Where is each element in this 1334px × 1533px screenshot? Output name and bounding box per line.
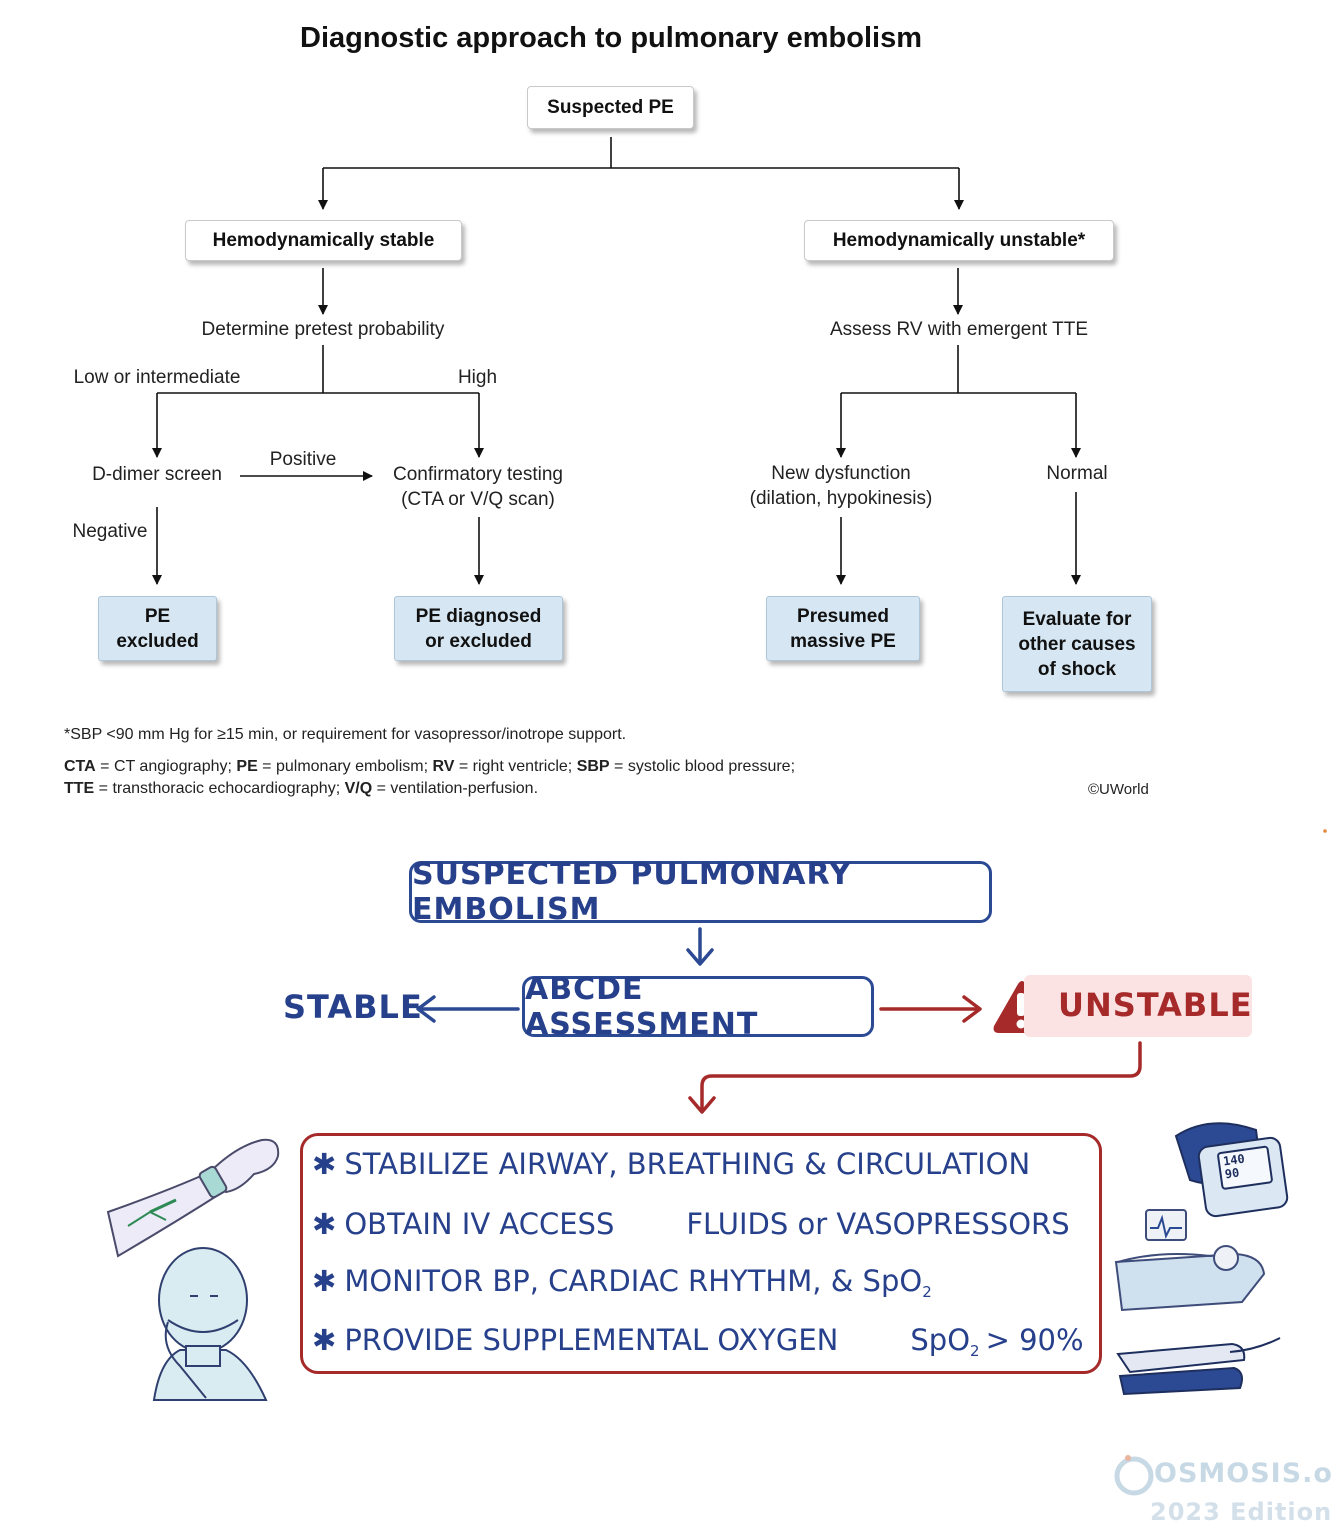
node-abcde-assessment: ABCDE ASSESSMENT xyxy=(522,972,874,1042)
abbreviation-definition: = CT angiography; xyxy=(95,758,237,775)
abbreviation-definition: = pulmonary embolism; xyxy=(257,758,433,775)
abbreviation-term: PE xyxy=(236,758,258,775)
bullet-monitor: ✱MONITOR BP, CARDIAC RHYTHM, & SpO2 xyxy=(312,1264,932,1301)
bullet-stabilize: ✱STABILIZE AIRWAY, BREATHING & CIRCULATI… xyxy=(312,1147,1030,1181)
node-suspected-pulmonary-embolism: SUSPECTED PULMONARY EMBOLISM xyxy=(409,857,992,927)
diagram-title: Diagnostic approach to pulmonary embolis… xyxy=(300,22,922,54)
node-hemodynamically-stable: Hemodynamically stable xyxy=(185,220,462,261)
label-negative: Negative xyxy=(72,521,148,542)
unstable-highlight xyxy=(1024,975,1252,1037)
label-positive: Positive xyxy=(269,449,337,470)
label-unstable: UNSTABLE xyxy=(1058,986,1253,1024)
subscript: 2 xyxy=(922,1283,932,1301)
node-evaluate-other-causes: Evaluate for other causes of shock xyxy=(1002,596,1152,692)
bullet-star-icon: ✱ xyxy=(312,1264,337,1298)
node-pe-diagnosed: PE diagnosed or excluded xyxy=(394,596,563,661)
abbreviation-definition: = systolic blood pressure; xyxy=(609,758,796,775)
abbreviation-term: RV xyxy=(432,758,455,775)
label-ddimer: D-dimer screen xyxy=(92,464,222,485)
pulse-oximeter-illustration xyxy=(1116,1337,1281,1396)
abbreviations-line-2: TTE = transthoracic echocardiography; V/… xyxy=(64,780,538,798)
iv-arm-illustration xyxy=(106,1138,280,1258)
node-presumed-massive-pe: Presumed massive PE xyxy=(766,596,920,661)
abbreviation-term: CTA xyxy=(64,758,96,775)
node-hemodynamically-unstable: Hemodynamically unstable* xyxy=(804,220,1114,261)
footnote: *SBP <90 mm Hg for ≥15 min, or requireme… xyxy=(64,726,627,743)
abbreviation-term: V/Q xyxy=(344,780,373,797)
bullet-text-spo2: SpO xyxy=(910,1323,971,1357)
label-low-intermediate: Low or intermediate xyxy=(73,367,241,388)
abbreviation-definition: = ventilation-perfusion. xyxy=(372,780,539,797)
abbreviation-term: SBP xyxy=(576,758,610,775)
cardiac-monitor-patient-illustration xyxy=(1114,1209,1266,1312)
subscript: 2 xyxy=(970,1342,980,1360)
bullet-text: STABILIZE AIRWAY, BREATHING & CIRCULATIO… xyxy=(344,1147,1031,1181)
uworld-copyright: ©UWorld xyxy=(1088,781,1149,798)
abbreviation-definition: = transthoracic echocardiography; xyxy=(94,780,345,797)
top-connectors xyxy=(152,137,1081,585)
unstable-management-box xyxy=(300,1133,1102,1374)
osmosis-brand: OSMOSIS.org xyxy=(1154,1458,1334,1489)
bullet-text: OBTAIN IV ACCESS xyxy=(344,1207,615,1241)
bullet-text: PROVIDE SUPPLEMENTAL OXYGEN xyxy=(344,1323,839,1357)
bullet-text-threshold: > 90% xyxy=(985,1323,1084,1357)
label-new-dysfunction: New dysfunction (dilation, hypokinesis) xyxy=(749,463,933,509)
label-normal: Normal xyxy=(1046,463,1108,484)
label-stable: STABLE xyxy=(283,988,423,1026)
bullet-text-fluids: FLUIDS or VASOPRESSORS xyxy=(686,1207,1070,1241)
bullet-star-icon: ✱ xyxy=(312,1323,337,1357)
osmosis-logo-icon xyxy=(1114,1455,1154,1496)
bullet-text: MONITOR BP, CARDIAC RHYTHM, & SpO xyxy=(344,1264,923,1298)
decorative-dot xyxy=(1323,829,1327,833)
nasal-cannula-patient-illustration xyxy=(152,1247,268,1401)
label-confirmatory-testing: Confirmatory testing (CTA or V/Q scan) xyxy=(392,464,563,510)
label-pretest: Determine pretest probability xyxy=(201,319,445,340)
bullet-star-icon: ✱ xyxy=(312,1207,337,1241)
node-pe-excluded: PE excluded xyxy=(98,596,217,661)
blood-pressure-monitor-illustration xyxy=(1174,1122,1289,1218)
node-suspected-pe: Suspected PE xyxy=(527,86,694,129)
bp-monitor-display: 140 90 xyxy=(1222,1151,1246,1182)
abbreviations-line-1: CTA = CT angiography; PE = pulmonary emb… xyxy=(64,758,795,776)
bullet-oxygen: ✱PROVIDE SUPPLEMENTAL OXYGEN SpO2 > 90% xyxy=(312,1323,1084,1360)
abbreviation-term: TTE xyxy=(64,780,95,797)
osmosis-edition: 2023 Edition xyxy=(1150,1498,1333,1526)
label-high: High xyxy=(457,367,498,388)
label-assess-rv: Assess RV with emergent TTE xyxy=(829,319,1088,340)
bullet-star-icon: ✱ xyxy=(312,1147,337,1181)
bullet-iv-access: ✱OBTAIN IV ACCESS FLUIDS or VASOPRESSORS xyxy=(312,1207,1070,1241)
abbreviation-definition: = right ventricle; xyxy=(454,758,577,775)
